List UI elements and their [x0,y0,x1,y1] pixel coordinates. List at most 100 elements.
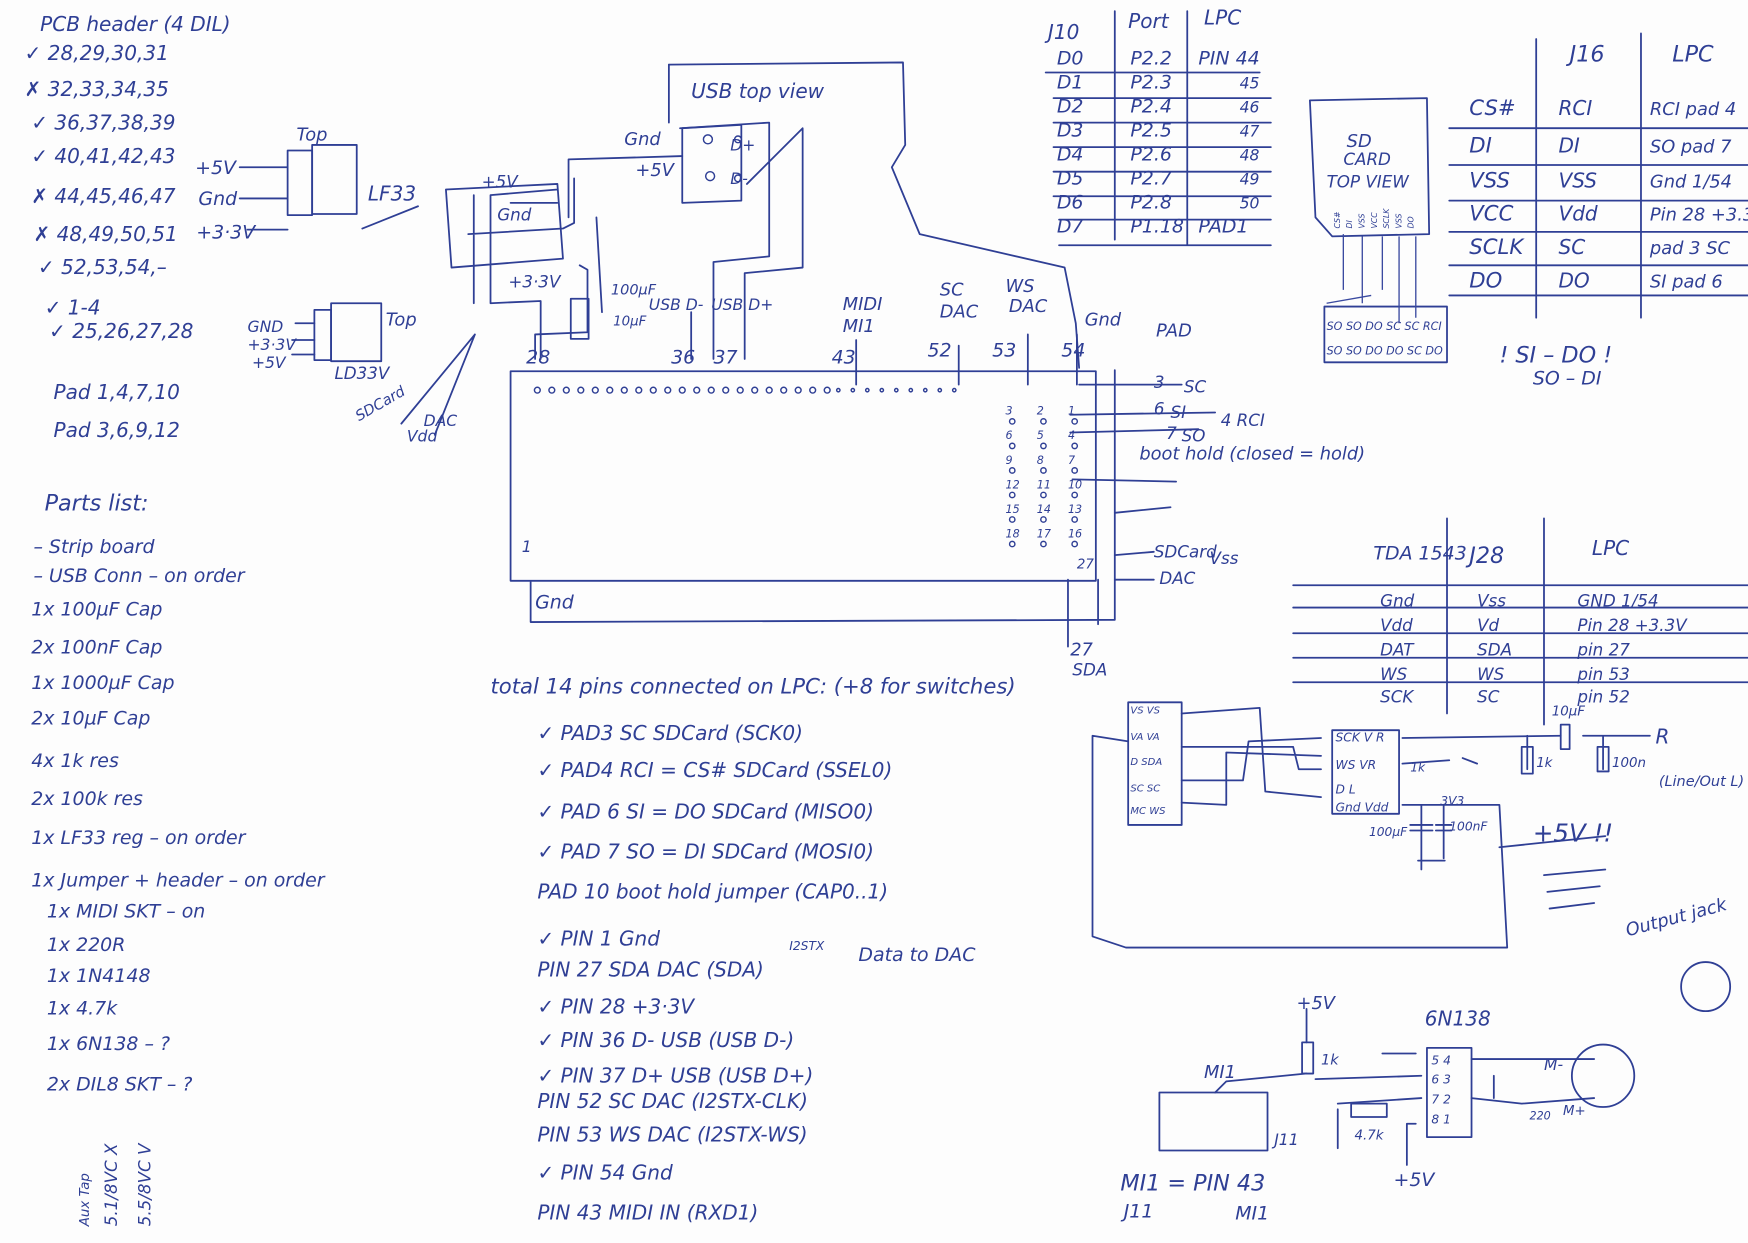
usb-title: USB top view [691,79,825,103]
parts-list-item: 2x DIL8 SKT – ? [47,1073,193,1095]
chip-pin: 8 1 [1431,1113,1450,1127]
board-pin [722,386,730,394]
header-pin: SC SC [1130,784,1160,795]
pad-pin [1071,442,1079,450]
label: Data to DAC [858,944,976,966]
board-pin [591,386,599,394]
board-pin [794,386,802,394]
label: TDA 1543 [1373,543,1466,565]
chip-label: 6N138 [1425,1007,1491,1031]
label: DAC [940,302,979,323]
label: I2STX [789,939,825,953]
pad-pin [1040,417,1047,425]
board-pin [751,386,759,394]
table-cell: Gnd 1/54 [1650,171,1732,192]
label: LD33V [334,363,390,383]
label: LPC [1592,536,1629,560]
pin-group-note: ✓ 36,37,38,39 [31,110,175,134]
table-cell: DI [1469,133,1492,158]
label: +5V [1297,993,1337,1014]
label: MIDI [843,294,883,315]
midi-circuit [1158,1007,1636,1166]
label: 1k [1410,760,1426,774]
table-cell: SC [1477,686,1500,706]
parts-list-item: 1x 4.7k [47,997,118,1019]
label: 3 [1154,372,1165,392]
table-cell: Vdd [1380,615,1413,635]
label: SO SO DO SC SC RCI [1327,320,1442,333]
table-cell: 50 [1240,194,1260,212]
label: Gnd [624,129,661,150]
label: J10 [1044,20,1079,44]
label: 1k [1536,756,1553,771]
board-pin [649,386,657,394]
table-cell: pad 3 SC [1649,238,1731,259]
pad-number: 10 [1068,478,1082,491]
label: WS [1006,276,1035,297]
pin-list-item: ✓ PAD 7 SO = DI SDCard (MOSI0) [537,839,874,863]
pad-pin [1008,467,1016,474]
pin-list-item: ✓ PIN 37 D+ USB (USB D+) [537,1063,813,1087]
pad-number: 17 [1037,527,1051,540]
pin-group-note: ✓ 40,41,42,43 [31,144,175,168]
table-cell: pin 53 [1576,664,1629,684]
table-cell: P2.6 [1130,144,1172,166]
pin-group-note: Pad 1,4,7,10 [54,380,180,404]
pin-list-item: PIN 27 SDA DAC (SDA) [537,958,764,982]
label: Vdd [407,427,438,445]
sd-pin: VCC [1370,212,1379,229]
table-cell: P2.4 [1130,96,1172,118]
label: 6 [1154,399,1165,419]
pad-pin [1008,491,1016,499]
label: DAC [1159,568,1195,588]
pad-pin [1008,442,1016,450]
table-cell: DO [1469,268,1502,293]
label: M- [1544,1056,1563,1074]
label: +5V [195,157,238,179]
label: D+ [730,136,755,154]
pad-pin [1040,442,1047,450]
table-cell: D6 [1057,191,1084,213]
board-pin [620,386,628,394]
pad-number: 4 [1068,429,1075,442]
label: 220 [1530,1109,1551,1122]
pin-group-note: ✓ 1-4 [45,295,101,319]
pin-group-note: ✗ 48,49,50,51 [33,222,177,246]
table-cell: P2.2 [1130,48,1172,70]
label: R [1655,725,1669,749]
board-pin [850,387,856,393]
pin-list-item: ✓ PAD4 RCI = CS# SDCard (SSEL0) [537,758,892,782]
label: PAD [1156,321,1192,342]
label: 1k [1321,1053,1339,1069]
handwritten-labels: PCB header (4 DIL)✓ 28,29,30,31✗ 32,33,3… [25,6,1748,1228]
board-pin [893,387,899,393]
label: LPC [1672,41,1714,67]
table-cell: 49 [1240,170,1260,188]
sd-pin: DI [1345,220,1354,229]
pad-pin [1071,491,1079,499]
table-cell: RCI [1558,96,1592,120]
label: SDCard [1154,541,1217,561]
table-cell: WS [1380,664,1408,684]
table-cell: P2.3 [1130,72,1172,94]
label: +3·3V [196,222,257,244]
table-cell: SO pad 7 [1650,137,1732,158]
table-cell: Vss [1477,590,1506,610]
label: J16 [1566,41,1605,67]
parts-list-item: 2x 100k res [31,788,143,810]
pin-number: 37 [713,346,737,368]
table-cell: D1 [1057,72,1084,94]
parts-list-item: 1x 6N138 – ? [47,1033,170,1055]
sd-pin: DO [1407,216,1416,228]
pad-number: 9 [1006,454,1013,467]
board-pin [922,387,928,393]
dac-circuit [1091,701,1732,1013]
sd-pin: CS# [1333,211,1342,229]
pin-list-item: PIN 53 WS DAC (I2STX-WS) [537,1123,807,1147]
label: SD [1347,131,1372,152]
pad-pin [1008,417,1016,425]
label: SO [1182,425,1206,445]
label: 4 RCI [1221,410,1265,430]
board-pin-header [533,386,1079,548]
